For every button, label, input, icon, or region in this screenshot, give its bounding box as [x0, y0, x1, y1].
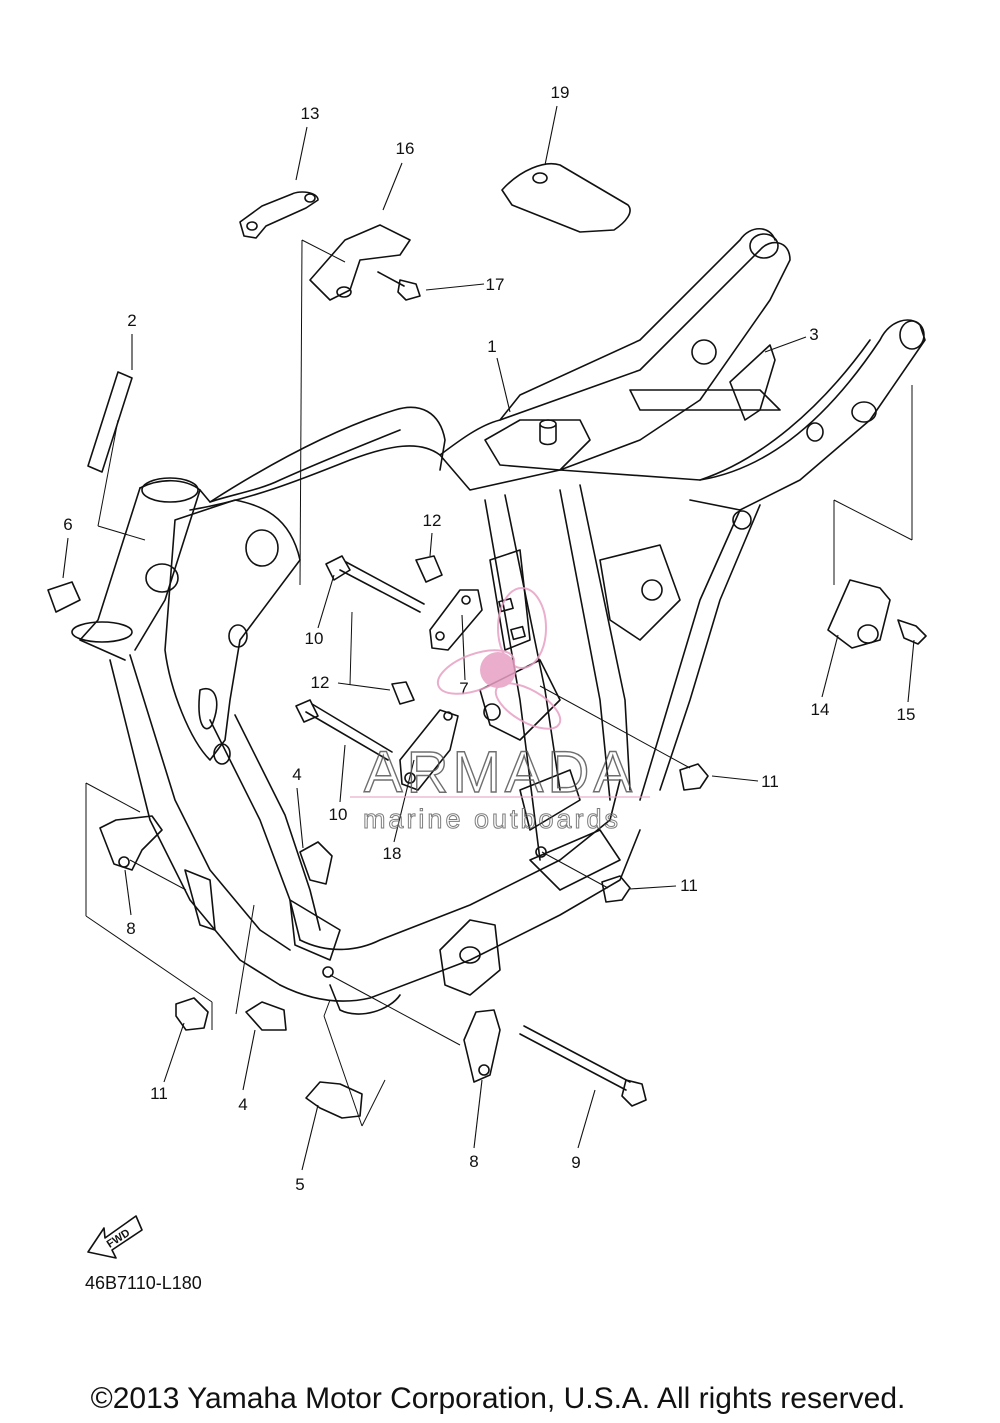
- part-4-clamp-b: [245, 1001, 287, 1031]
- part-11-nut-b: [601, 875, 631, 903]
- part-7-plate: [429, 589, 483, 651]
- callout-leader-c1: [496, 357, 511, 413]
- callout-label-c17: 17: [486, 275, 505, 294]
- part-15-bolt: [897, 619, 927, 645]
- fwd-arrow: FWD: [87, 1215, 143, 1259]
- callout-leader-c11a: [711, 775, 759, 782]
- callout-leader-c19: [544, 105, 558, 166]
- assembly-lines: [85, 239, 913, 1127]
- callout-leader-c10a: [317, 574, 335, 629]
- callout-leader-c3: [764, 336, 807, 353]
- part-4-clamp-a: [299, 841, 333, 885]
- callout-label-c14: 14: [811, 700, 830, 719]
- fwd-label: FWD: [105, 1227, 133, 1251]
- callout-label-c8b: 8: [469, 1152, 478, 1171]
- callout-label-c4b: 4: [238, 1095, 247, 1114]
- callout-leader-c12a: [429, 532, 433, 557]
- fwd-arrow-icon: [87, 1215, 143, 1259]
- part-2-decal: [87, 371, 133, 473]
- watermark-blade: [436, 649, 516, 695]
- part-16-bracket: [309, 224, 411, 301]
- callout-label-c12a: 12: [423, 511, 442, 530]
- part-12-bolt-b: [391, 681, 415, 705]
- callout-leader-c8b: [473, 1079, 483, 1149]
- callout-label-c7: 7: [459, 679, 468, 698]
- callout-label-c19: 19: [551, 83, 570, 102]
- copyright-notice: ©2013 Yamaha Motor Corporation, U.S.A. A…: [91, 1382, 906, 1415]
- callout-label-c2: 2: [127, 311, 136, 330]
- part-8-bracket-b: [463, 1009, 501, 1083]
- callout-leader-c14: [821, 634, 839, 698]
- callout-leader-c7: [461, 614, 466, 681]
- callout-leader-c17: [425, 283, 485, 291]
- callout-leader-c8a: [124, 869, 132, 916]
- part-9-bolt: [519, 1025, 647, 1107]
- callout-label-c11c: 11: [150, 1084, 168, 1103]
- callout-leader-c12b: [337, 682, 391, 691]
- part-10-bolts: [295, 555, 425, 761]
- callout-label-c12b: 12: [311, 673, 330, 692]
- part-19-pad: [501, 163, 631, 233]
- callout-leader-c18: [393, 759, 415, 843]
- callout-leader-c6: [62, 537, 69, 579]
- callout-leader-c16: [382, 162, 403, 211]
- callout-leader-c4b: [242, 1029, 256, 1091]
- watermark-hub: [480, 652, 516, 688]
- part-17-bolt: [377, 271, 421, 301]
- part-11-nut-c: [175, 997, 209, 1031]
- callout-leader-c5: [301, 1104, 319, 1171]
- armada-watermark: ARMADA marine outboards: [350, 587, 650, 835]
- watermark-blade: [494, 682, 562, 730]
- callout-leader-c11c: [163, 1022, 185, 1083]
- main-frame: [71, 227, 926, 1015]
- callout-label-c11b: 11: [680, 876, 698, 895]
- part-12-bolt-a: [415, 555, 443, 583]
- callout-label-c13: 13: [301, 104, 320, 123]
- callout-label-c8a: 8: [126, 919, 135, 938]
- callout-label-c18: 18: [383, 844, 402, 863]
- watermark-tagline: marine outboards: [363, 804, 621, 834]
- part-14-bracket: [827, 579, 891, 649]
- callout-label-c15: 15: [897, 705, 916, 724]
- callout-label-c10a: 10: [305, 629, 324, 648]
- callout-leader-c10b: [339, 744, 346, 803]
- part-13-bracket: [239, 191, 319, 239]
- callout-label-c4a: 4: [292, 765, 301, 784]
- part-18-plate: [399, 709, 459, 791]
- callout-label-c3: 3: [809, 325, 818, 344]
- callout-label-c6: 6: [63, 515, 72, 534]
- callout-label-c11a: 11: [761, 772, 779, 791]
- part-3-cover: [729, 344, 776, 421]
- propeller-logo: [436, 587, 562, 730]
- callout-label-c16: 16: [396, 139, 415, 158]
- part-11-nut-a: [679, 763, 709, 791]
- watermark-brand: ARMADA: [364, 740, 636, 805]
- callout-leader-c13: [295, 126, 308, 181]
- callout-label-c10b: 10: [329, 805, 348, 824]
- callout-label-c1: 1: [487, 337, 496, 356]
- part-6-damper: [47, 581, 81, 613]
- callout-label-c9: 9: [571, 1153, 580, 1172]
- callout-leader-c11b: [629, 885, 677, 890]
- callout-label-c5: 5: [295, 1175, 304, 1194]
- watermark-blade: [497, 587, 547, 669]
- part-5-clamp: [305, 1081, 363, 1119]
- callout-leader-c15: [907, 639, 915, 703]
- diagram-code: 46B7110-L180: [85, 1273, 202, 1293]
- callout-leader-c4a: [296, 787, 304, 849]
- part-8-bracket-a: [99, 815, 163, 871]
- callout-leader-c9: [577, 1089, 596, 1149]
